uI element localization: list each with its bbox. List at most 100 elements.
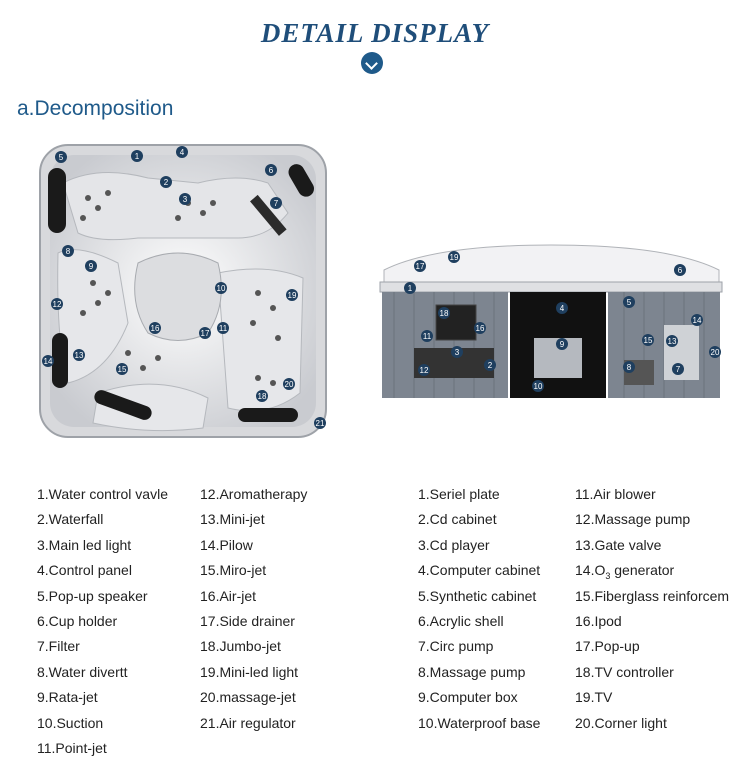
marker-18: 18 [256, 390, 268, 402]
side-marker-12: 12 [418, 364, 430, 376]
svg-text:8: 8 [66, 247, 71, 256]
legend-item: 16.Ipod [575, 609, 729, 634]
marker-16: 16 [149, 322, 161, 334]
legend-item: 13.Mini-jet [200, 507, 307, 532]
side-marker-7: 7 [672, 363, 684, 375]
legend-item: 11.Air blower [575, 482, 729, 507]
legend-item: 1.Water control vavle [37, 482, 168, 507]
legend-item: 3.Main led light [37, 533, 168, 558]
side-marker-11: 11 [421, 330, 433, 342]
svg-text:16: 16 [151, 324, 160, 333]
svg-text:1: 1 [135, 152, 140, 161]
side-marker-5: 5 [623, 296, 635, 308]
svg-text:17: 17 [416, 262, 425, 271]
chevron-down-icon[interactable] [361, 52, 383, 74]
svg-text:20: 20 [711, 348, 720, 357]
svg-text:21: 21 [316, 419, 325, 428]
svg-text:2: 2 [488, 361, 493, 370]
side-marker-15: 15 [642, 334, 654, 346]
section-heading: a.Decomposition [17, 97, 173, 121]
svg-text:9: 9 [560, 340, 565, 349]
legend-item: 21.Air regulator [200, 711, 307, 736]
svg-text:14: 14 [693, 316, 702, 325]
svg-text:19: 19 [450, 253, 459, 262]
svg-text:18: 18 [258, 392, 267, 401]
legend-item: 20.Corner light [575, 711, 729, 736]
legend-item: 5.Synthetic cabinet [418, 584, 540, 609]
legend-item: 12.Aromatherapy [200, 482, 307, 507]
side-marker-6: 6 [674, 264, 686, 276]
svg-text:14: 14 [44, 357, 53, 366]
marker-20: 20 [283, 378, 295, 390]
marker-2: 2 [160, 176, 172, 188]
marker-6: 6 [265, 164, 277, 176]
legend-item: 15.Miro-jet [200, 558, 307, 583]
svg-text:1: 1 [408, 284, 413, 293]
svg-text:17: 17 [201, 329, 210, 338]
marker-14: 14 [42, 355, 54, 367]
legend-item: 18.Jumbo-jet [200, 634, 307, 659]
legend-item: 8.Water divertt [37, 660, 168, 685]
legend-item: 5.Pop-up speaker [37, 584, 168, 609]
svg-text:15: 15 [644, 336, 653, 345]
legend-item: 1.Seriel plate [418, 482, 540, 507]
svg-text:16: 16 [476, 324, 485, 333]
svg-text:5: 5 [627, 298, 632, 307]
marker-19: 19 [286, 289, 298, 301]
side-marker-13: 13 [666, 335, 678, 347]
side-marker-1: 1 [404, 282, 416, 294]
marker-5: 5 [55, 151, 67, 163]
legend-item: 14.O3 generator [575, 558, 729, 583]
side-marker-9: 9 [556, 338, 568, 350]
svg-text:5: 5 [59, 153, 64, 162]
spa-side-view: 1 2 3 4 5 6 7 8 9 10 11 12 13 14 15 16 1… [374, 240, 728, 402]
legend-item: 3.Cd player [418, 533, 540, 558]
spa-top-view: 1 2 3 4 5 6 7 8 9 10 11 12 13 14 15 16 1… [38, 143, 334, 441]
svg-text:18: 18 [440, 309, 449, 318]
svg-text:11: 11 [423, 332, 432, 341]
legend-item: 10.Suction [37, 711, 168, 736]
legend-item: 17.Side drainer [200, 609, 307, 634]
svg-text:10: 10 [534, 382, 543, 391]
marker-11: 11 [217, 322, 229, 334]
page-title: DETAIL DISPLAY [0, 18, 750, 49]
svg-text:2: 2 [164, 178, 169, 187]
legend-item: 19.TV [575, 685, 729, 710]
svg-text:6: 6 [678, 266, 683, 275]
side-marker-17: 17 [414, 260, 426, 272]
legend-item: 17.Pop-up [575, 634, 729, 659]
svg-text:12: 12 [420, 366, 429, 375]
legend-item: 2.Cd cabinet [418, 507, 540, 532]
marker-1: 1 [131, 150, 143, 162]
legend-item: 9.Computer box [418, 685, 540, 710]
side-marker-16: 16 [474, 322, 486, 334]
legend-item: 9.Rata-jet [37, 685, 168, 710]
side-marker-4: 4 [556, 302, 568, 314]
legend-item: 14.Pilow [200, 533, 307, 558]
svg-text:13: 13 [75, 351, 84, 360]
legend-item: 15.Fiberglass reinforcem [575, 584, 729, 609]
legend-item: 2.Waterfall [37, 507, 168, 532]
legend-item: 6.Acrylic shell [418, 609, 540, 634]
legend-item: 16.Air-jet [200, 584, 307, 609]
legend-item: 7.Circ pump [418, 634, 540, 659]
marker-3: 3 [179, 193, 191, 205]
marker-8: 8 [62, 245, 74, 257]
svg-text:10: 10 [217, 284, 226, 293]
legend-item: 18.TV controller [575, 660, 729, 685]
marker-10: 10 [215, 282, 227, 294]
side-marker-18: 18 [438, 307, 450, 319]
legend-item: 11.Point-jet [37, 736, 168, 761]
svg-text:12: 12 [53, 300, 62, 309]
svg-text:19: 19 [288, 291, 297, 300]
marker-13: 13 [73, 349, 85, 361]
marker-7: 7 [270, 197, 282, 209]
svg-text:13: 13 [668, 337, 677, 346]
side-marker-3: 3 [451, 346, 463, 358]
marker-12: 12 [51, 298, 63, 310]
legend-item: 13.Gate valve [575, 533, 729, 558]
